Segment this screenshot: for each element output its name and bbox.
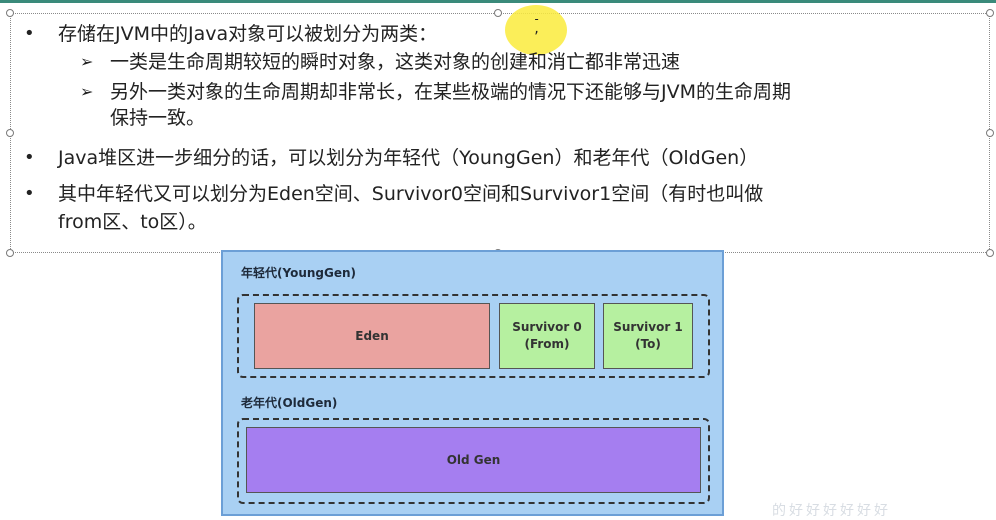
resize-handle-bottom-left[interactable]: [6, 249, 14, 257]
sub-bullet-2-line2: 保持一致。: [110, 107, 206, 129]
pointer-highlight: [505, 5, 567, 55]
bullet-1-text: 存储在JVM中的Java对象可以被划分为两类：: [58, 23, 438, 45]
young-gen-label: 年轻代(YoungGen): [241, 266, 357, 280]
survivor-0-space: Survivor 0 (From): [499, 303, 595, 369]
bullet-marker: •: [24, 183, 35, 204]
sub-bullet-marker: ➢: [80, 82, 94, 101]
watermark: 的好好好好好好: [772, 503, 891, 519]
bullet-marker: •: [24, 23, 35, 44]
young-gen-region: [237, 294, 710, 378]
text-cursor: - ,: [533, 12, 541, 36]
sub-bullet-marker: ➢: [80, 52, 94, 71]
bullet-2-text: Java堆区进一步细分的话，可以划分为年轻代（YoungGen）和老年代（Old…: [58, 147, 759, 169]
eden-space: Eden: [254, 303, 490, 369]
resize-handle-left[interactable]: [6, 129, 14, 137]
resize-handle-top-right[interactable]: [986, 9, 994, 17]
resize-handle-bottom-right[interactable]: [986, 249, 994, 257]
bullet-marker: •: [24, 147, 35, 168]
sub-bullet-2-line1: 另外一类对象的生命周期却非常长，在某些极端的情况下还能够与JVM的生命周期: [110, 81, 791, 103]
old-gen-label: 老年代(OldGen): [241, 396, 338, 410]
top-accent-line: [0, 0, 996, 3]
survivor-1-space: Survivor 1 (To): [603, 303, 693, 369]
old-gen-region: [237, 418, 710, 504]
sub-bullet-1-text: 一类是生命周期较短的瞬时对象，这类对象的创建和消亡都非常迅速: [110, 51, 681, 73]
resize-handle-top-left[interactable]: [6, 9, 14, 17]
heap-diagram: 年轻代(YoungGen) Eden Survivor 0 (From) Sur…: [221, 250, 724, 516]
bullet-3-line1: 其中年轻代又可以划分为Eden空间、Survivor0空间和Survivor1空…: [58, 183, 764, 205]
old-gen-space: Old Gen: [246, 427, 701, 493]
bullet-3-line2: from区、to区）。: [58, 211, 207, 233]
resize-handle-right[interactable]: [986, 129, 994, 137]
resize-handle-top[interactable]: [494, 9, 502, 17]
